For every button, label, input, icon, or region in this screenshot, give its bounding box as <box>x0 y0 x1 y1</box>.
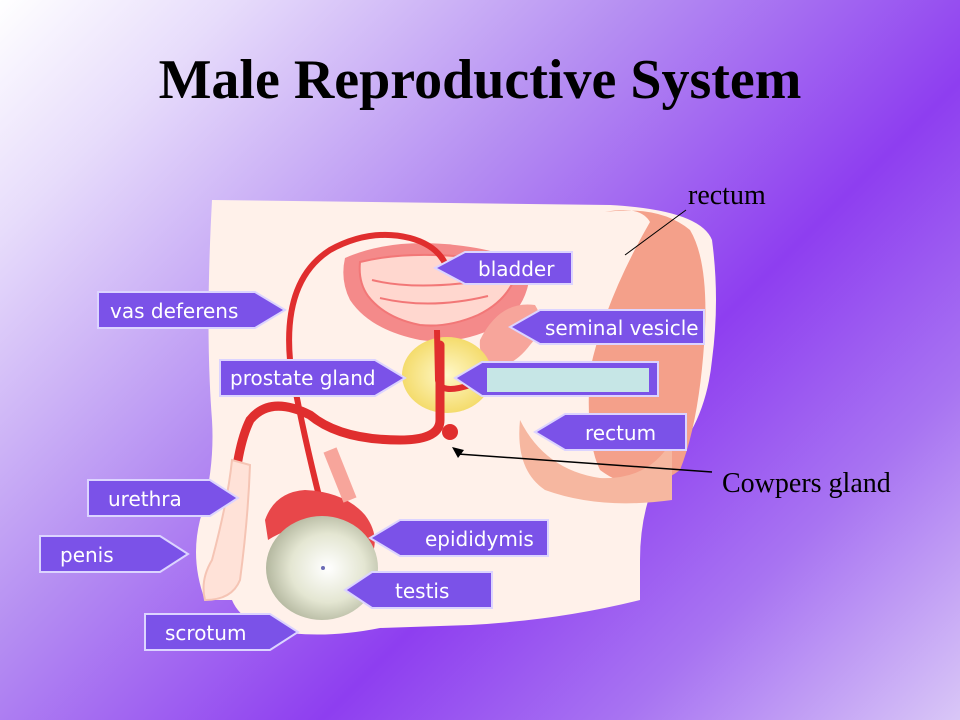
cowpers-gland-organ <box>442 424 458 440</box>
tag-vas-deferens: vas deferens <box>97 291 287 329</box>
rectum-leader-line <box>624 209 687 256</box>
spermatic-cord <box>323 447 357 503</box>
cowpers-gland-callout-label: Cowpers gland <box>722 468 891 499</box>
tag-testis: testis <box>343 571 493 609</box>
tag-penis-text: penis <box>60 543 114 567</box>
tag-bladder: bladder <box>432 251 573 285</box>
tag-urethra-text: urethra <box>108 487 182 511</box>
tag-scrotum: scrotum <box>144 613 300 651</box>
cowpers-arrow-head <box>452 447 464 458</box>
prostate-organ <box>402 337 492 413</box>
tag-testis-text: testis <box>395 579 449 603</box>
bladder-fold <box>379 295 489 305</box>
tag-rectum: rectum <box>533 413 687 451</box>
tag-penis: penis <box>39 535 190 573</box>
tag-blank <box>453 361 659 397</box>
tag-prostate-gland: prostate gland <box>219 359 407 397</box>
tag-rectum-text: rectum <box>585 421 656 445</box>
tag-prostate-gland-text: prostate gland <box>230 366 376 390</box>
penis-organ <box>202 458 252 602</box>
blank-label-box <box>487 368 649 392</box>
slide-title: Male Reproductive System <box>158 49 802 111</box>
tag-seminal-vesicle-text: seminal vesicle <box>545 316 699 340</box>
testis-dot <box>321 566 325 570</box>
tag-scrotum-text: scrotum <box>165 621 246 645</box>
cowpers-leader-line <box>457 453 713 473</box>
tag-bladder-text: bladder <box>478 257 555 281</box>
tag-epididymis: epididymis <box>368 519 549 557</box>
tag-vas-deferens-text: vas deferens <box>110 299 238 323</box>
rectum-inner <box>519 420 672 504</box>
tag-epididymis-text: epididymis <box>425 527 534 551</box>
tag-urethra: urethra <box>87 479 240 517</box>
rectum-callout-label: rectum <box>688 180 766 211</box>
tag-seminal-vesicle: seminal vesicle <box>507 309 705 345</box>
